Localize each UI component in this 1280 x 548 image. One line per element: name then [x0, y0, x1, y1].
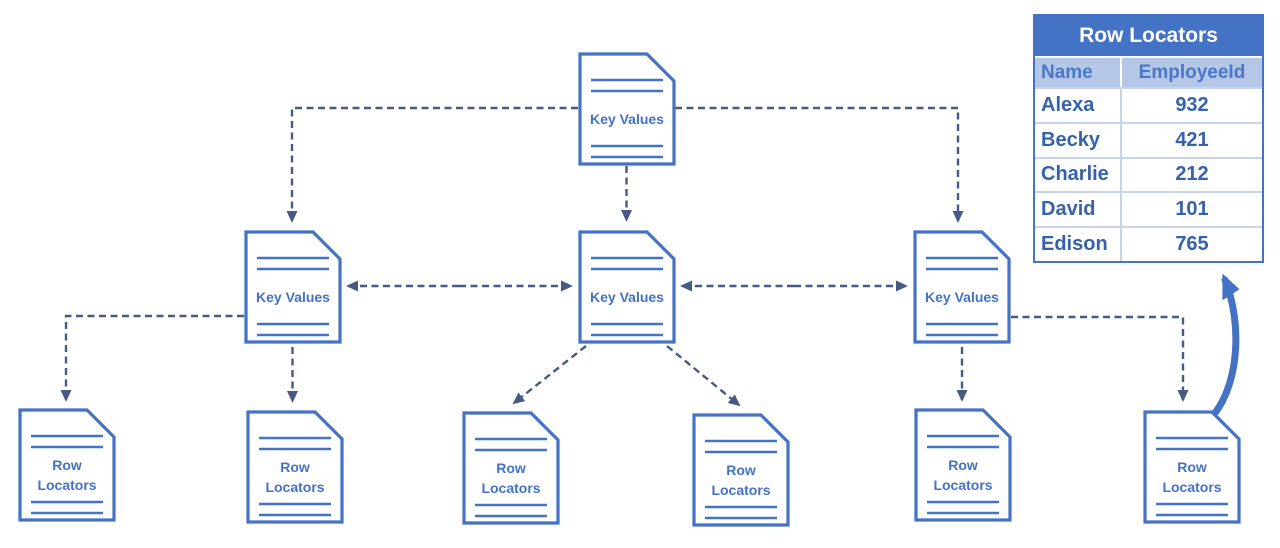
cell-employeeid: 421: [1120, 123, 1262, 157]
cell-name: Becky: [1041, 128, 1100, 151]
document-shape: [246, 410, 344, 524]
table-row: Edison 765: [1035, 226, 1262, 261]
key-values-node-root: Key Values: [578, 52, 676, 166]
node-label: Row Locators: [933, 456, 993, 493]
cell-name: Edison: [1041, 233, 1108, 256]
document-shape: [1143, 410, 1241, 524]
key-values-node-center: Key Values: [578, 230, 676, 344]
row-locators-doc-1: Row Locators: [18, 408, 116, 522]
table-row: Alexa 932: [1035, 87, 1262, 122]
node-label: Key Values: [590, 110, 664, 127]
column-header-name: Name: [1041, 61, 1093, 83]
cell-employeeid: 932: [1120, 89, 1262, 122]
cell-name: David: [1041, 198, 1096, 221]
node-label: Row Locators: [37, 456, 97, 493]
key-values-node-right: Key Values: [913, 230, 1011, 344]
table-row: Becky 421: [1035, 121, 1262, 157]
cell-employeeid: 212: [1120, 158, 1262, 192]
connector-center-to-leaf3: [512, 345, 587, 405]
row-locators-table: Row Locators Name EmployeeId Alexa 932 B…: [1033, 14, 1264, 263]
key-values-node-left: Key Values: [244, 230, 342, 344]
table-row: Charlie 212: [1035, 156, 1262, 192]
row-locators-doc-3: Row Locators: [462, 411, 560, 525]
node-label: Row Locators: [265, 458, 325, 495]
cell-employeeid: 101: [1120, 193, 1262, 227]
table-row: David 101: [1035, 191, 1262, 227]
curved-arrow-leaf6-to-table: [1211, 273, 1240, 417]
connector-root-to-left: [286, 106, 578, 223]
cell-name: Alexa: [1041, 93, 1095, 116]
connector-root-to-right: [675, 106, 964, 223]
node-label: Row Locators: [481, 459, 541, 496]
column-header-employeeid: EmployeeId: [1120, 58, 1262, 87]
document-shape: [914, 408, 1012, 522]
node-label: Key Values: [256, 288, 330, 305]
table-title: Row Locators: [1035, 16, 1262, 56]
document-shape: [462, 411, 560, 525]
row-locators-doc-2: Row Locators: [246, 410, 344, 524]
table-header-row: Name EmployeeId: [1035, 56, 1262, 87]
document-shape: [692, 413, 790, 527]
cell-name: Charlie: [1041, 163, 1109, 186]
document-shape: [18, 408, 116, 522]
connector-center-to-leaf4: [666, 345, 741, 407]
node-label: Row Locators: [1162, 458, 1222, 495]
row-locators-doc-5: Row Locators: [914, 408, 1012, 522]
cell-employeeid: 765: [1120, 228, 1262, 261]
node-label: Key Values: [925, 288, 999, 305]
connector-left-to-leaf1: [60, 314, 244, 402]
node-label: Key Values: [590, 288, 664, 305]
document-shape: [244, 230, 342, 344]
document-shape: [578, 52, 676, 166]
row-locators-doc-4: Row Locators: [692, 413, 790, 527]
node-label: Row Locators: [711, 461, 771, 498]
row-locators-doc-6: Row Locators: [1143, 410, 1241, 524]
connector-right-to-leaf6: [1011, 315, 1189, 402]
document-shape: [578, 230, 676, 344]
document-shape: [913, 230, 1011, 344]
